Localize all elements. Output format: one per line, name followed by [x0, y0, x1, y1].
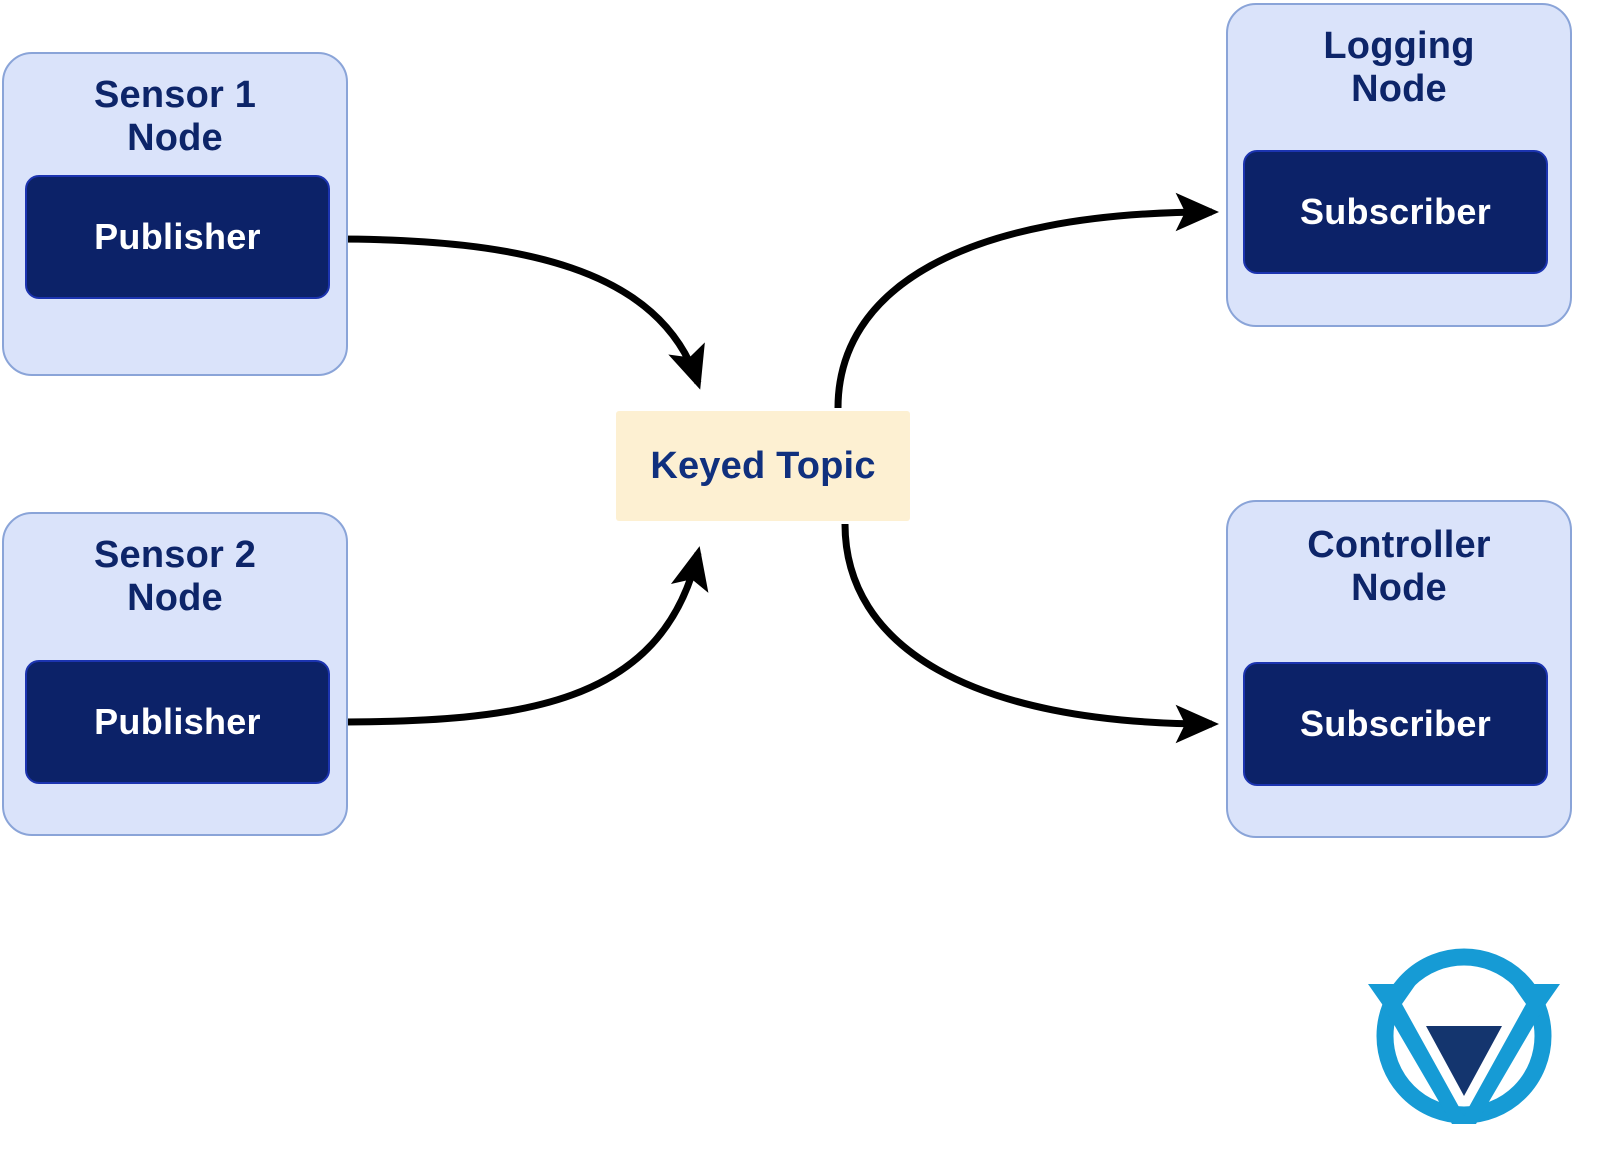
sensor-2-publisher-label: Publisher — [94, 701, 261, 742]
arrow-sensor2-to-topic — [332, 546, 709, 726]
controller-subscriber-label: Subscriber — [1299, 703, 1492, 744]
sensor-2-publisher-chip[interactable]: Publisher — [25, 660, 330, 784]
v-in-circle-logo — [1368, 948, 1560, 1124]
logging-subscriber-label: Subscriber — [1299, 191, 1492, 232]
controller-subscriber-chip[interactable]: Subscriber — [1243, 662, 1548, 786]
sensor-1-publisher-chip[interactable]: Publisher — [25, 175, 330, 299]
node-logging-title: Logging Node — [1323, 25, 1475, 110]
arrow-topic-to-logging — [834, 192, 1220, 409]
keyed-topic-box[interactable]: Keyed Topic — [616, 411, 910, 521]
node-sensor-2-title: Sensor 2 Node — [93, 534, 257, 619]
arrow-topic-to-controller — [841, 523, 1220, 744]
arrow-sensor1-to-topic — [332, 235, 705, 390]
node-sensor-1-title: Sensor 1 Node — [93, 74, 257, 159]
logging-subscriber-chip[interactable]: Subscriber — [1243, 150, 1548, 274]
keyed-topic-label: Keyed Topic — [650, 444, 876, 487]
sensor-1-publisher-label: Publisher — [94, 216, 261, 257]
node-controller-title: Controller Node — [1307, 524, 1491, 609]
